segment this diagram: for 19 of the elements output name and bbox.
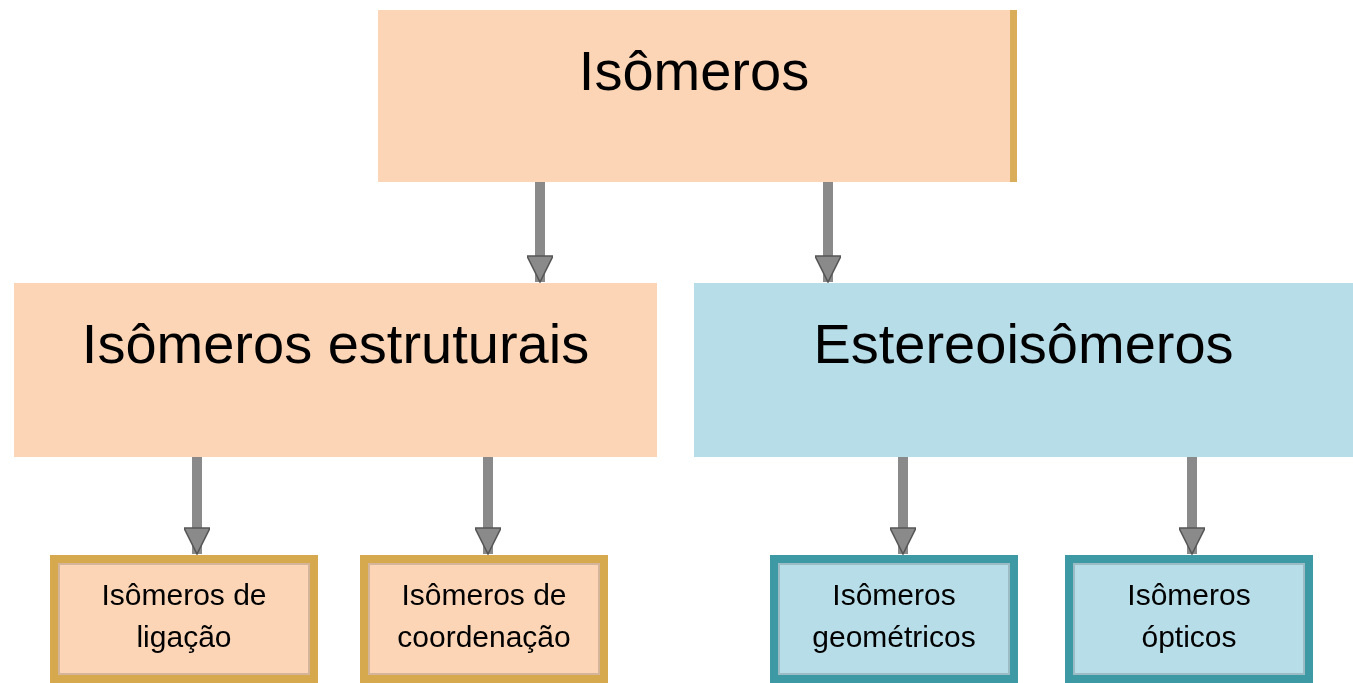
- box-title: Isômeros geométricos: [811, 577, 977, 655]
- arrow: [526, 182, 554, 283]
- subcategory-box: [770, 555, 1018, 683]
- box-title: Isômeros estruturais: [81, 311, 590, 377]
- arrow: [474, 457, 502, 555]
- box-title: Estereoisômeros: [813, 311, 1234, 377]
- box-title: Isômeros ópticos: [1126, 577, 1252, 655]
- subcategory-box: [50, 555, 318, 683]
- arrow: [889, 457, 917, 555]
- arrow: [814, 182, 842, 283]
- category-box: [694, 283, 1353, 457]
- box-title: Isômeros de coordenação: [396, 577, 572, 655]
- box-title: Isômeros: [578, 38, 810, 104]
- category-box: [14, 283, 657, 457]
- arrow: [1178, 457, 1206, 555]
- arrow: [183, 457, 211, 555]
- box-title: Isômeros de ligação: [100, 577, 268, 655]
- subcategory-box: [1065, 555, 1313, 683]
- subcategory-box: [360, 555, 608, 683]
